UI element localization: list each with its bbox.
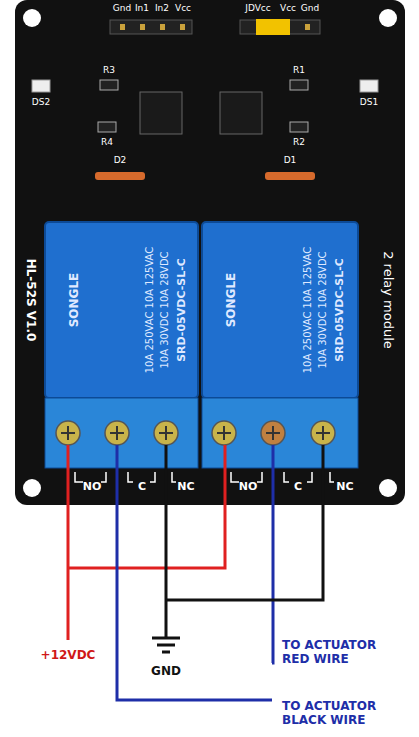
wire-note: TO ACTUATOR BLACK WIRE (280, 699, 414, 729)
relay (202, 222, 358, 398)
pin-name: Vcc (175, 3, 191, 13)
diode (265, 172, 315, 180)
terminal-name: NO (239, 481, 258, 494)
terminal-name: C (294, 481, 302, 494)
part-name: D1 (284, 155, 297, 165)
optocoupler (220, 92, 262, 134)
terminal-name: NO (83, 481, 102, 494)
optocoupler (140, 92, 182, 134)
pin-name: JDVcc (245, 3, 270, 13)
part-name: R1 (293, 65, 305, 75)
led (360, 80, 378, 92)
pin-name: Gnd (301, 3, 319, 13)
terminal-name: C (138, 481, 146, 494)
relay-rating: 10A 30VDC 10A 28VDC (317, 251, 329, 368)
board-name: HL-52S V1.0 (23, 259, 37, 342)
ground-symbol (152, 638, 180, 652)
black-wire (166, 445, 323, 638)
pin-name: Gnd (113, 3, 131, 13)
relay (45, 222, 198, 398)
part-name: R3 (103, 65, 115, 75)
pin-name: In2 (155, 3, 169, 13)
terminal-name: NC (336, 481, 353, 494)
board-name: 2 relay module (381, 251, 396, 349)
pin-header (110, 20, 192, 34)
diode (95, 172, 145, 180)
relay-brand: SONGLE (225, 273, 239, 328)
pin-name: Vcc (280, 3, 296, 13)
mount-hole (23, 479, 41, 497)
part-name: D2 (114, 155, 127, 165)
wire-note: TO ACTUATOR RED WIRE (280, 638, 404, 668)
supply-label: +12VDC (39, 648, 98, 664)
mount-hole (379, 9, 397, 27)
terminal-name: NC (177, 481, 194, 494)
part-name: R4 (101, 137, 113, 147)
part-name: DS2 (32, 97, 50, 107)
red-wire (68, 445, 225, 640)
relay-rating: 10A 250VAC 10A 125VAC (302, 247, 314, 374)
part-name: DS1 (360, 97, 378, 107)
relay-rating: 10A 30VDC 10A 28VDC (159, 251, 171, 368)
blue-wire (272, 445, 273, 663)
jumper (256, 19, 290, 35)
mount-hole (23, 9, 41, 27)
board (15, 0, 405, 505)
blue-wire (117, 445, 272, 700)
relay-model: SRD-05VDC-SL-C (176, 258, 189, 362)
ground-label: GND (149, 664, 183, 680)
pin-header (240, 20, 320, 34)
relay-model: SRD-05VDC-SL-C (334, 258, 347, 362)
led (32, 80, 50, 92)
part-name: R2 (293, 137, 305, 147)
mount-hole (379, 479, 397, 497)
relay-brand: SONGLE (68, 273, 82, 328)
relay-rating: 10A 250VAC 10A 125VAC (144, 247, 156, 374)
pin-name: In1 (135, 3, 149, 13)
